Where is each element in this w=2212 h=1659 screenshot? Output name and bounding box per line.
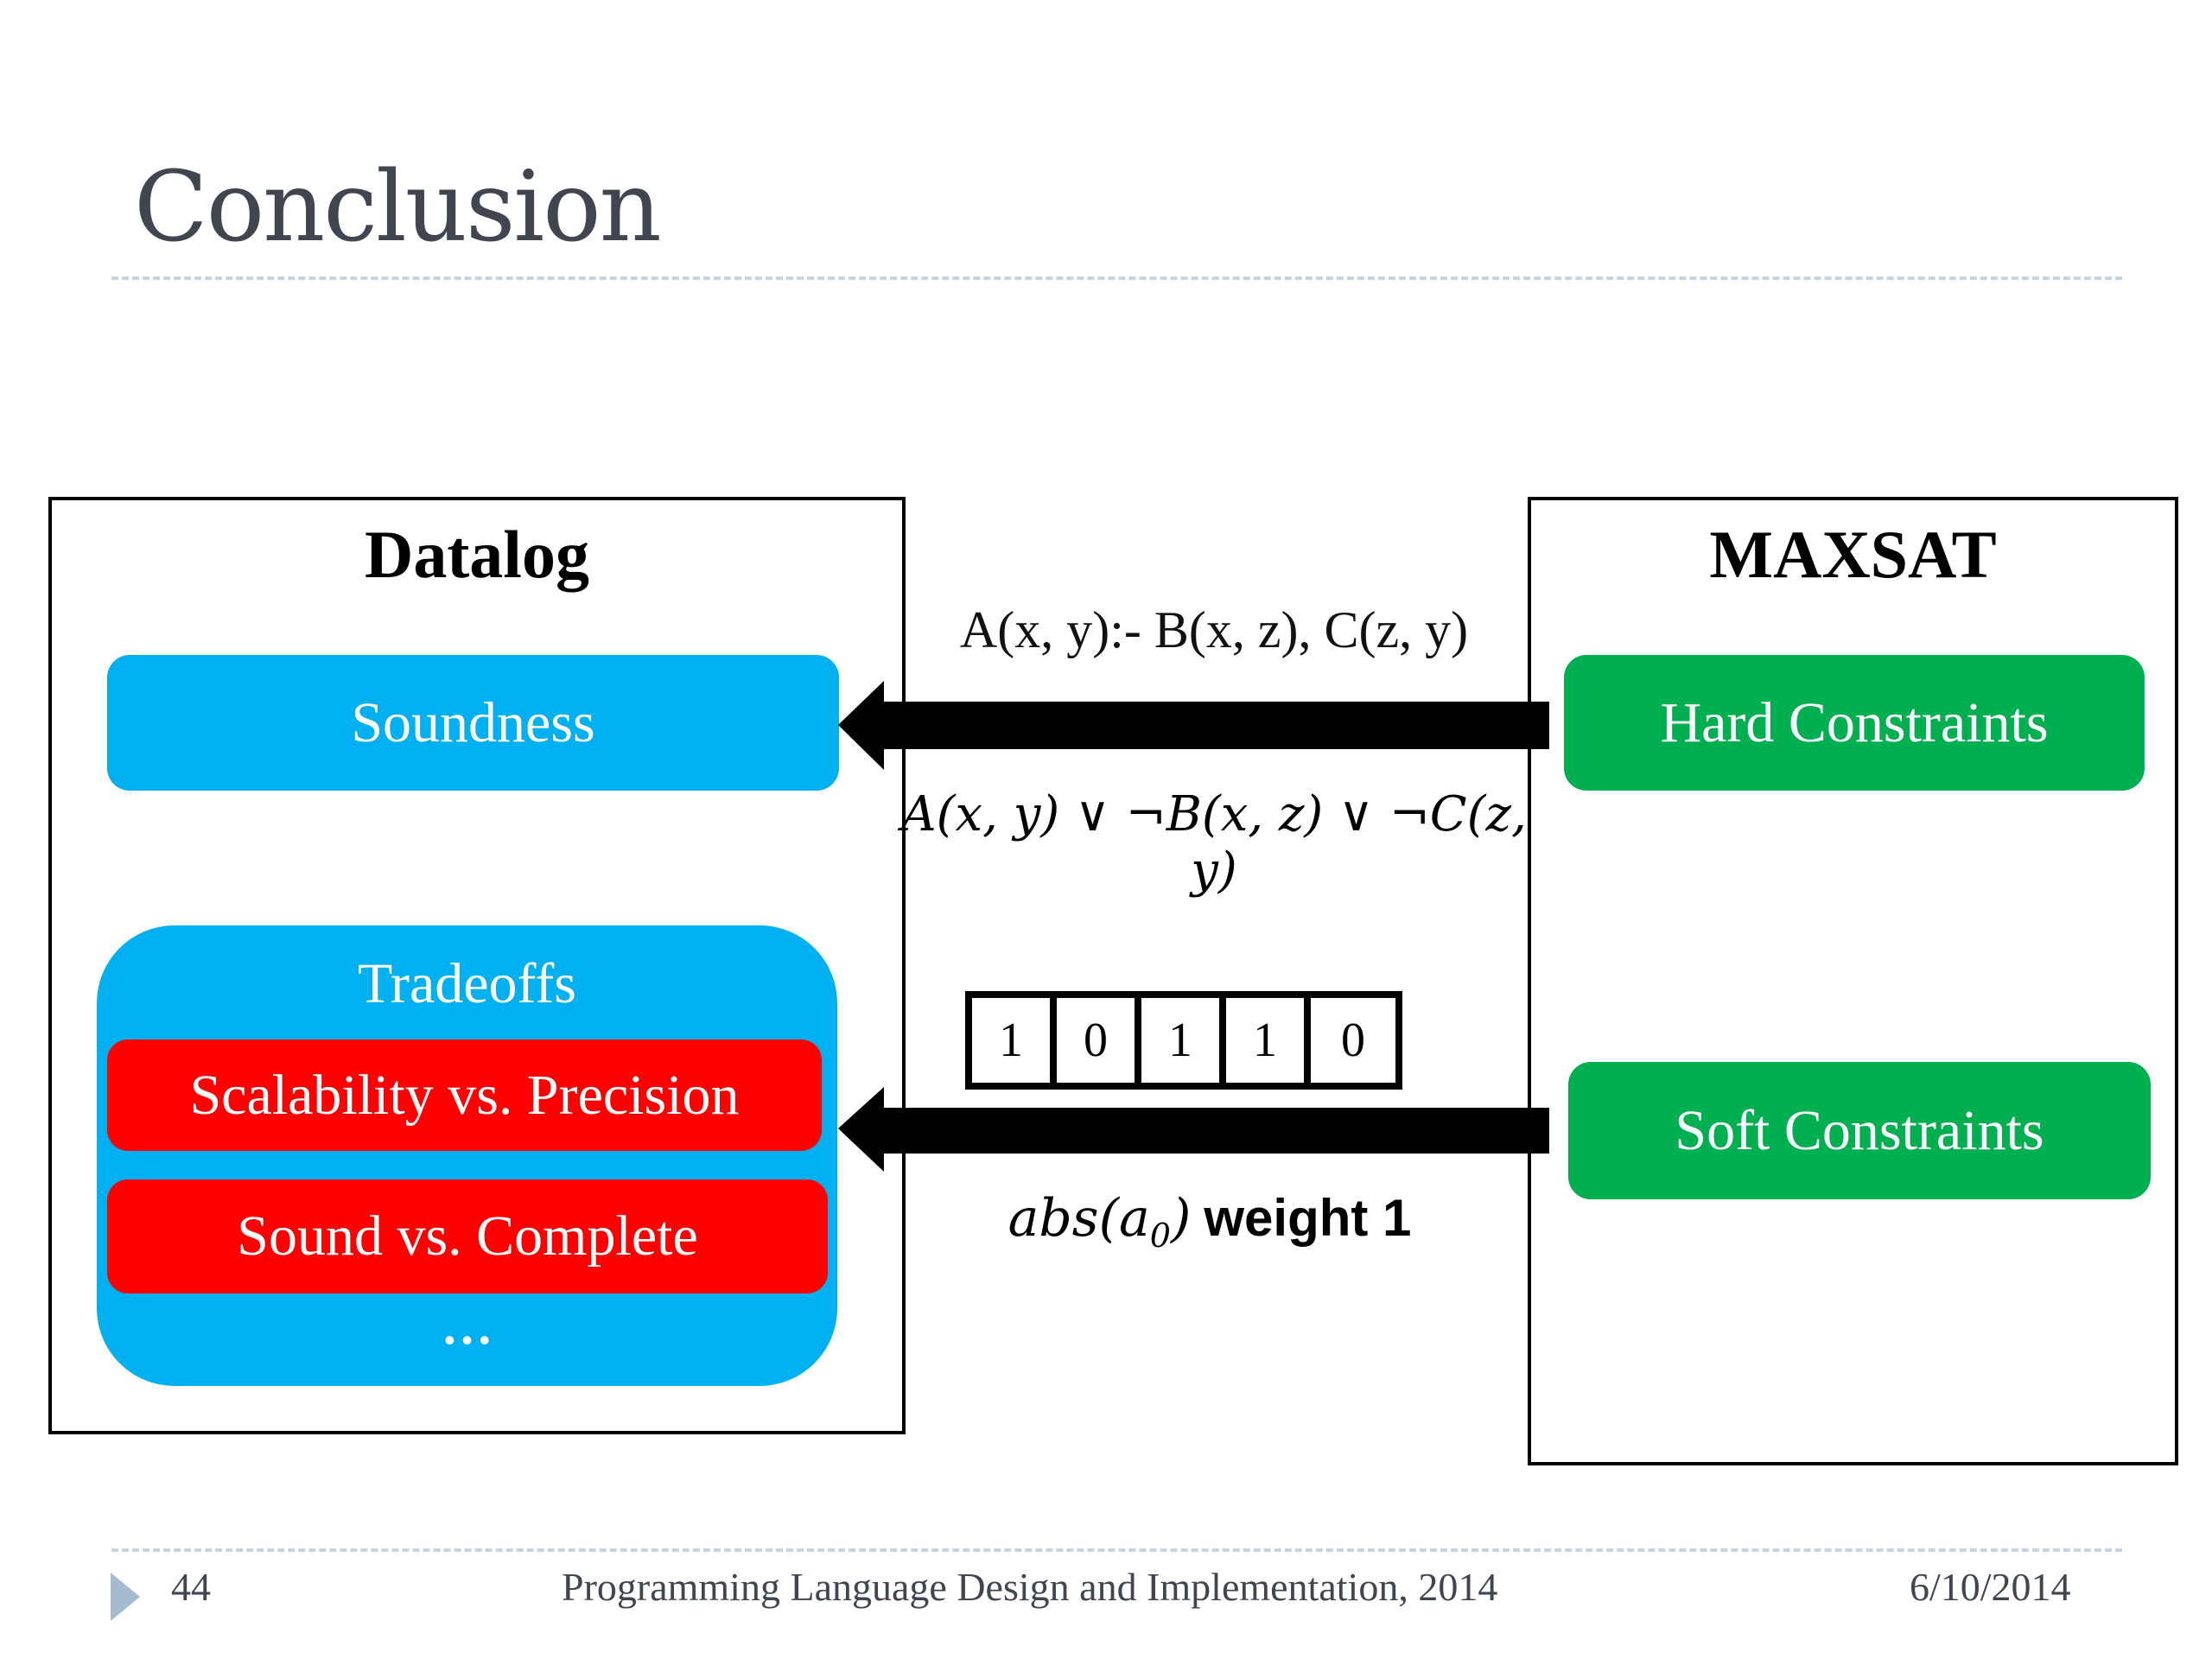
footer-title: Programming Language Design and Implemen… xyxy=(562,1565,1498,1609)
tradeoffs-box: Tradeoffs … xyxy=(97,925,837,1386)
page-number: 44 xyxy=(171,1565,211,1609)
footer-divider xyxy=(111,1548,2122,1552)
soft-constraint-arrow xyxy=(838,1087,1549,1172)
bit-vector: 1 0 1 1 0 xyxy=(965,991,1402,1090)
arrow-left-icon xyxy=(838,681,1549,770)
maxsat-title: MAXSAT xyxy=(1709,517,1997,592)
arrow-left-icon xyxy=(838,1087,1549,1172)
maxsat-panel: MAXSAT xyxy=(1528,497,2178,1465)
tradeoffs-ellipsis: … xyxy=(441,1298,493,1355)
abs-subscript: 0 xyxy=(1149,1217,1171,1255)
datalog-rule-label: A(x, y):- B(x, z), C(z, y) xyxy=(959,601,1469,658)
tradeoff-item: Sound vs. Complete xyxy=(107,1179,828,1294)
datalog-title: Datalog xyxy=(365,517,589,592)
hard-constraint-arrow xyxy=(838,681,1549,770)
soundness-box: Soundness xyxy=(107,655,839,791)
tradeoffs-title: Tradeoffs xyxy=(357,952,576,1015)
clause-label: A(x, y) ∨ ¬B(x, z) ∨ ¬C(z, y) xyxy=(901,786,1527,899)
bit-cell: 1 xyxy=(1226,998,1311,1083)
abs-function: abs(a xyxy=(1007,1188,1150,1249)
weight-text: weight 1 xyxy=(1204,1189,1412,1247)
abs-close: ) xyxy=(1170,1188,1192,1249)
slide-marker-icon xyxy=(111,1573,140,1621)
soft-constraints-box: Soft Constraints xyxy=(1568,1062,2151,1199)
footer-date: 6/10/2014 xyxy=(1910,1565,2071,1609)
slide-title: Conclusion xyxy=(134,151,662,264)
bit-cell: 0 xyxy=(1341,1014,1365,1067)
tradeoff-item: Scalability vs. Precision xyxy=(107,1039,822,1151)
bit-cell: 1 xyxy=(972,998,1057,1083)
weight-label: abs(a0) weight 1 xyxy=(968,1188,1452,1255)
hard-constraints-box: Hard Constraints xyxy=(1564,655,2145,791)
bit-cell: 0 xyxy=(1057,998,1141,1083)
title-divider xyxy=(111,276,2122,280)
bit-cell: 1 xyxy=(1141,998,1226,1083)
